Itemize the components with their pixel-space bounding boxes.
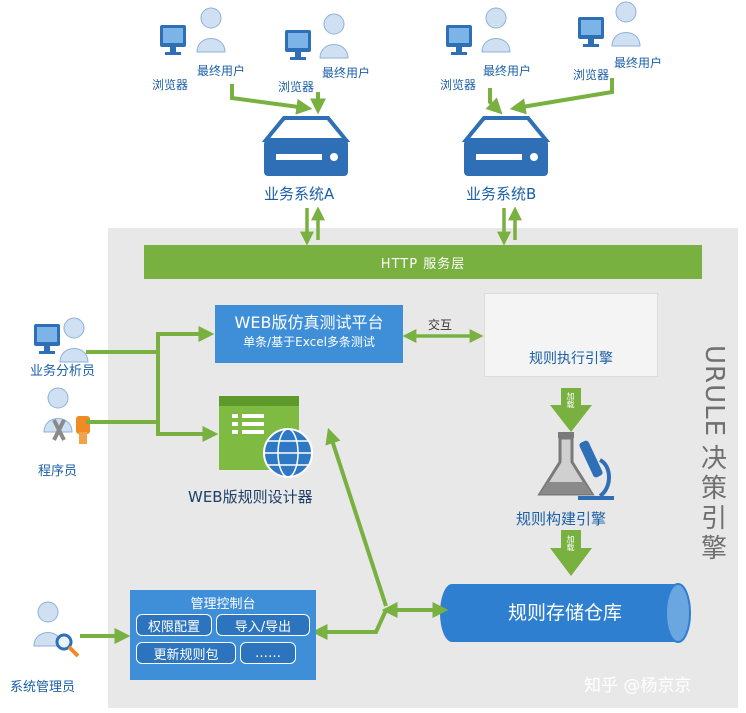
browser-label-4: 浏览器: [573, 68, 610, 82]
watermark: 知乎 @杨京京: [584, 676, 692, 696]
load-arrow-2: [550, 530, 592, 576]
user-to-system-arrows: [230, 78, 614, 115]
interact-label: 交互: [428, 318, 453, 332]
repository-cylinder: [440, 583, 691, 643]
user-label-2: 最终用户: [322, 66, 371, 80]
console-title: 管理控制台: [190, 597, 256, 612]
browser-icon-2: [285, 30, 311, 60]
user-icon-4: [611, 1, 641, 47]
simulator-subtitle: 单条/基于Excel多条测试: [243, 335, 375, 349]
browser-label-2: 浏览器: [278, 80, 315, 94]
import-export-button[interactable]: 导入/导出: [216, 614, 310, 636]
load-label-1: 加载: [566, 392, 575, 408]
analyst-user-icon: [59, 317, 89, 363]
rule-execution-engine: 规则执行引擎: [484, 293, 658, 377]
server-icon-a: [262, 116, 350, 178]
more-button[interactable]: ……: [240, 642, 296, 664]
programmer-label: 程序员: [38, 464, 78, 479]
repository-label: 规则存储仓库: [507, 602, 622, 624]
browser-label-1: 浏览器: [152, 78, 189, 92]
repository-arrows: [311, 427, 449, 640]
product-name-char-3: 引: [700, 504, 727, 535]
system-http-arrows: [300, 206, 522, 246]
http-service-layer: HTTP 服务层: [144, 245, 702, 279]
user-label-3: 最终用户: [483, 64, 532, 78]
browser-icon-4: [578, 17, 604, 47]
execution-engine-label: 规则执行引擎: [529, 351, 613, 367]
programmer-icon: [43, 387, 90, 444]
management-console: 管理控制台 权限配置 导入/导出 更新规则包 ……: [130, 590, 316, 680]
admin-label: 系统管理员: [10, 680, 76, 695]
permission-config-button[interactable]: 权限配置: [136, 614, 212, 636]
update-rule-package-button[interactable]: 更新规则包: [136, 642, 236, 664]
role-arrows: [80, 326, 219, 644]
browser-label-3: 浏览器: [440, 78, 477, 92]
simulator-title: WEB版仿真测试平台: [234, 313, 384, 332]
product-name-char-4: 擎: [700, 534, 727, 565]
product-name-char-1: 决: [700, 444, 727, 475]
browser-icon-1: [160, 25, 186, 55]
user-icon-1: [196, 7, 226, 53]
globe-icon: [263, 428, 313, 478]
analyst-monitor-icon: [34, 324, 60, 354]
lab-flask-icon: [537, 432, 614, 500]
load-label-2: 加载: [566, 535, 575, 551]
product-name-char-2: 策: [700, 474, 727, 505]
simulation-test-platform: WEB版仿真测试平台 单条/基于Excel多条测试: [215, 305, 403, 363]
user-icon-2: [319, 13, 349, 59]
server-icon-b: [462, 116, 550, 178]
system-b-label: 业务系统B: [466, 185, 537, 203]
admin-icon: [33, 601, 80, 658]
system-a-label: 业务系统A: [264, 185, 335, 203]
user-icon-3: [481, 7, 511, 53]
user-label-4: 最终用户: [614, 56, 663, 70]
analyst-label: 业务分析员: [30, 364, 96, 379]
load-arrow-1: [550, 388, 592, 432]
user-label-1: 最终用户: [197, 64, 246, 78]
build-engine-label: 规则构建引擎: [516, 510, 607, 528]
product-name-latin: URULE: [699, 345, 729, 438]
product-name: URULE 决 策 引 擎: [694, 345, 734, 564]
browser-icon-3: [446, 25, 472, 55]
designer-label: WEB版规则设计器: [188, 488, 313, 506]
